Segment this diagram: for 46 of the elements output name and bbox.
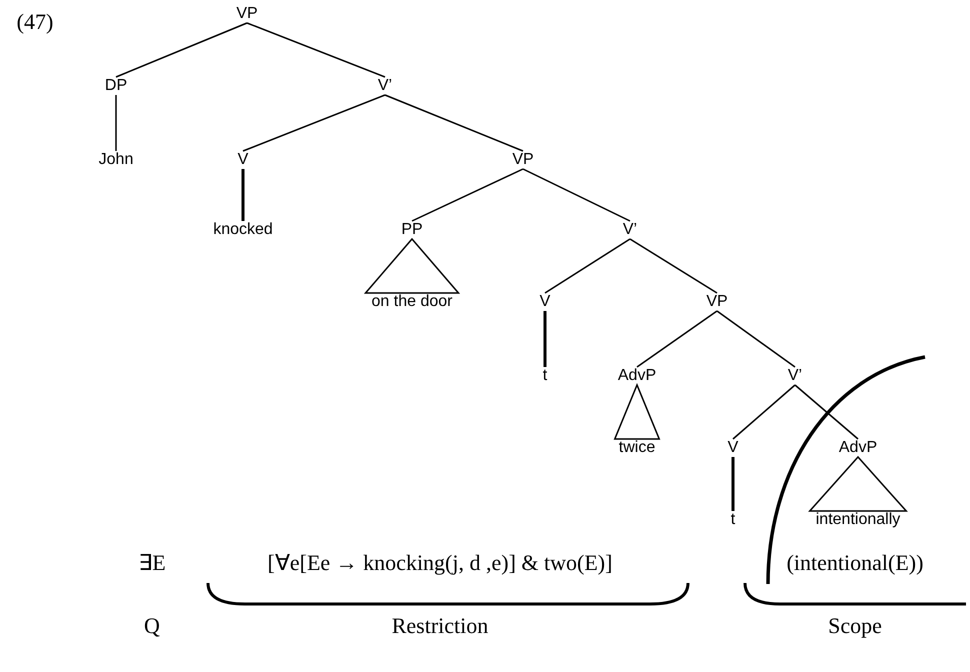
tree-branch <box>115 95 117 151</box>
example-number: (47) <box>16 11 54 33</box>
tree-branch <box>522 168 630 222</box>
tree-node-label: V <box>728 439 738 457</box>
tree-branch <box>246 22 386 78</box>
triangle-branch <box>614 383 660 440</box>
scope-formula: (intentional(E)) <box>786 552 924 574</box>
tree-node-label: DP <box>104 77 128 95</box>
tree-node-label: John <box>98 151 134 169</box>
tree-branch <box>716 310 796 368</box>
tree-branch <box>544 238 630 294</box>
tree-node-label: t <box>542 367 548 385</box>
tree-node-label: PP <box>401 221 423 239</box>
tree-branch <box>242 94 386 152</box>
tree-node-label: on the door <box>372 293 452 311</box>
tree-node-label: AdvP <box>838 439 878 457</box>
tree-node-label: V <box>540 293 550 311</box>
tree-branch <box>544 311 546 367</box>
tree-branch <box>636 310 718 368</box>
quantifier-label: Q <box>144 615 160 637</box>
restriction-formula: [∀e[Ee → knocking(j, d ,e)] & two(E)] <box>268 552 612 574</box>
tree-branch <box>116 22 248 78</box>
tree-node-label: knocked <box>213 221 273 239</box>
tree-node-label: V’ <box>378 77 392 95</box>
tree-node-label: V <box>238 151 248 169</box>
tree-node-label: V’ <box>788 367 802 385</box>
tree-node-label: VP <box>512 151 534 169</box>
tree-node-label: t <box>730 511 736 529</box>
tree-branch <box>794 384 858 440</box>
tree-branch <box>384 94 524 152</box>
tree-branch <box>732 457 734 511</box>
scope-label: Scope <box>828 615 882 637</box>
quantifier: ∃E <box>138 552 166 574</box>
tree-branch <box>732 384 796 440</box>
triangle-branch <box>364 238 460 294</box>
tree-branch <box>412 168 524 222</box>
restriction-label: Restriction <box>392 615 488 637</box>
tree-node-label: twice <box>618 439 656 457</box>
tree-branch <box>630 238 718 294</box>
tree-node-label: intentionally <box>816 511 900 529</box>
tree-branch <box>242 169 244 221</box>
triangle-branch <box>808 456 908 512</box>
tree-node-label: AdvP <box>618 367 656 385</box>
tree-node-label: VP <box>706 293 728 311</box>
tree-node-label: VP <box>236 5 258 23</box>
tree-node-label: V’ <box>622 221 638 239</box>
